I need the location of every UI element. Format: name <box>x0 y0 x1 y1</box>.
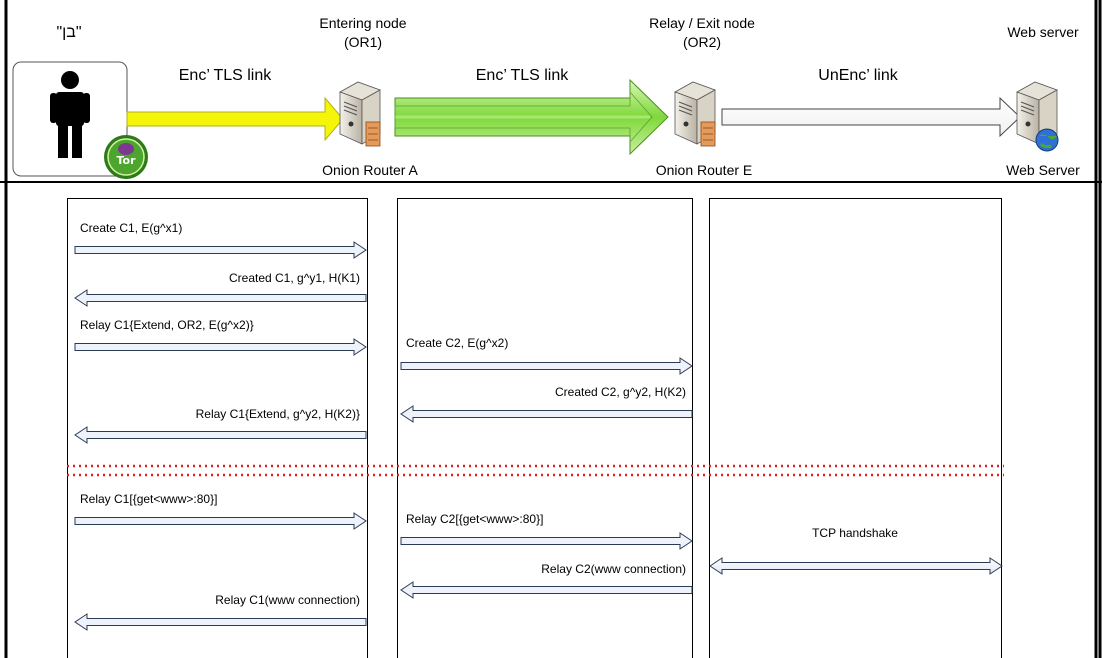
onion-router-e-icon <box>674 81 716 147</box>
svg-text:Tor: Tor <box>116 154 136 167</box>
arrow-relay-conn-c1 <box>74 613 367 631</box>
msg-relay-extended: Relay C1{Extend, g^y2, H(K2)} <box>195 407 360 421</box>
link2-label: Enc’ TLS link <box>475 67 569 84</box>
msg-created-c1: Created C1, g^y1, H(K1) <box>228 271 360 285</box>
web-server-label: Web Server <box>1006 162 1080 178</box>
message-arrows <box>74 241 1003 631</box>
onion-router-a-icon <box>339 81 381 147</box>
arrow-create-c1 <box>74 241 367 259</box>
arrow-relay-get-c1 <box>74 512 367 530</box>
router-a-label: Onion Router A <box>322 162 418 178</box>
relay-exit-id: (OR2) <box>682 34 722 50</box>
link1-label: Enc’ TLS link <box>178 67 272 84</box>
lane-or2-web <box>709 198 1002 658</box>
arrow-created-c2 <box>400 405 693 423</box>
arrow-relay-extend <box>74 338 367 356</box>
person-icon <box>50 71 90 158</box>
unenc-arrow <box>721 96 1021 138</box>
web-server-icon <box>1016 81 1059 152</box>
msg-tcp-handshake: TCP handshake <box>812 526 898 540</box>
msg-create-c1: Create C1, E(g^x1) <box>80 221 183 235</box>
arrow-relay-conn-c2 <box>400 581 693 599</box>
entering-node-label: Entering node <box>319 15 407 31</box>
msg-relay-conn-c2: Relay C2(www connection) <box>541 562 686 576</box>
tor-badge-icon: Tor <box>104 135 148 179</box>
arrow-relay-extended <box>74 426 367 444</box>
link3-label: UnEnc’ link <box>818 67 898 84</box>
arrow-tcp-handshake <box>709 557 1003 575</box>
lane-or1-or2 <box>397 198 693 658</box>
msg-relay-conn-c1: Relay C1(www connection) <box>215 593 360 607</box>
arrow-created-c1 <box>74 289 367 307</box>
arrow-relay-get-c2 <box>400 532 693 550</box>
msg-relay-get-c2: Relay C2[{get<www>:80}] <box>406 512 544 526</box>
arrow-create-c2 <box>400 357 693 375</box>
lane-user-or1 <box>67 198 368 658</box>
entering-node-id: (OR1) <box>343 34 383 50</box>
user-label: "בן" <box>56 24 82 41</box>
enc-tls-arrow-1 <box>126 96 344 142</box>
msg-created-c2: Created C2, g^y2, H(K2) <box>554 385 686 399</box>
relay-exit-label: Relay / Exit node <box>649 15 755 31</box>
msg-relay-extend: Relay C1{Extend, OR2, E(g^x2)} <box>80 318 254 332</box>
msg-create-c2: Create C2, E(g^x2) <box>406 336 509 350</box>
router-e-label: Onion Router E <box>655 162 753 178</box>
web-server-heading: Web server <box>1007 24 1079 40</box>
msg-relay-get-c1: Relay C1[{get<www>:80}] <box>80 492 218 506</box>
